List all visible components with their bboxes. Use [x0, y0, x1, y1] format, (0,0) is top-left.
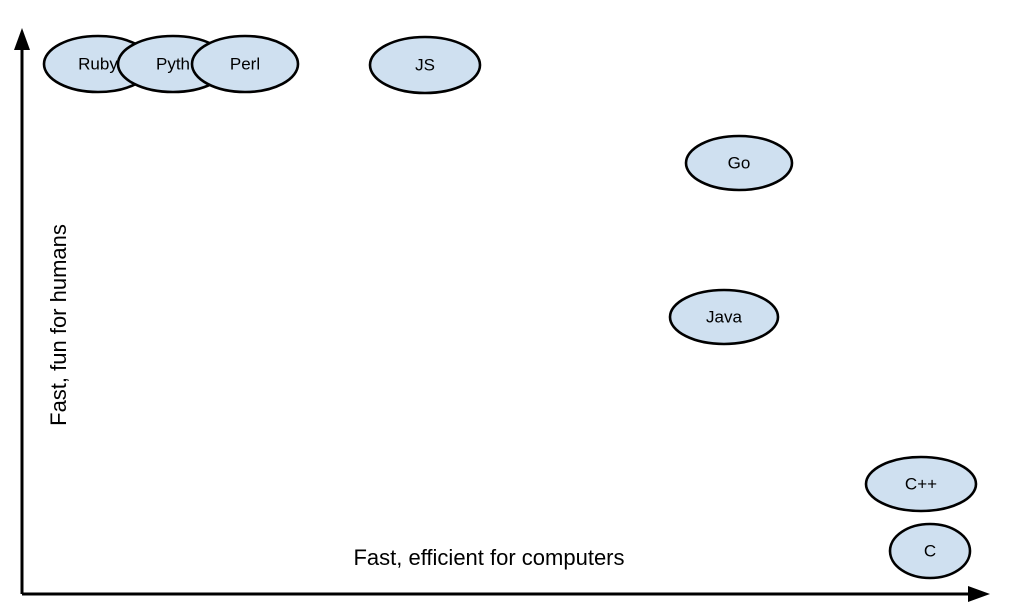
node-shape-go[interactable]: [684, 134, 794, 192]
node-label-perl: Perl: [230, 54, 260, 73]
node-shape-perl[interactable]: [190, 34, 300, 94]
x-axis: [22, 586, 990, 602]
x-axis-arrow-icon: [968, 586, 990, 602]
x-axis-label: Fast, efficient for computers: [353, 545, 624, 570]
node-label-cpp: C++: [905, 474, 937, 493]
node-label-c: C: [924, 541, 936, 560]
node-label-java: Java: [706, 307, 742, 326]
node-shape-js[interactable]: [368, 35, 482, 95]
node-label-ruby: Ruby: [78, 54, 118, 73]
y-axis-label: Fast, fun for humans: [46, 224, 71, 426]
node-java[interactable]: Java: [668, 288, 780, 346]
node-perl[interactable]: Perl: [190, 34, 300, 94]
node-shape-c[interactable]: [888, 522, 972, 580]
node-js[interactable]: JS: [368, 35, 482, 95]
node-shape-java[interactable]: [668, 288, 780, 346]
node-label-js: JS: [415, 55, 435, 74]
node-c[interactable]: C: [888, 522, 972, 580]
node-go[interactable]: Go: [684, 134, 794, 192]
node-label-python: Pyth: [156, 54, 190, 73]
node-label-go: Go: [728, 153, 751, 172]
y-axis: [14, 28, 30, 594]
node-shape-cpp[interactable]: [864, 455, 978, 513]
node-cpp[interactable]: C++: [864, 455, 978, 513]
y-axis-arrow-icon: [14, 28, 30, 50]
